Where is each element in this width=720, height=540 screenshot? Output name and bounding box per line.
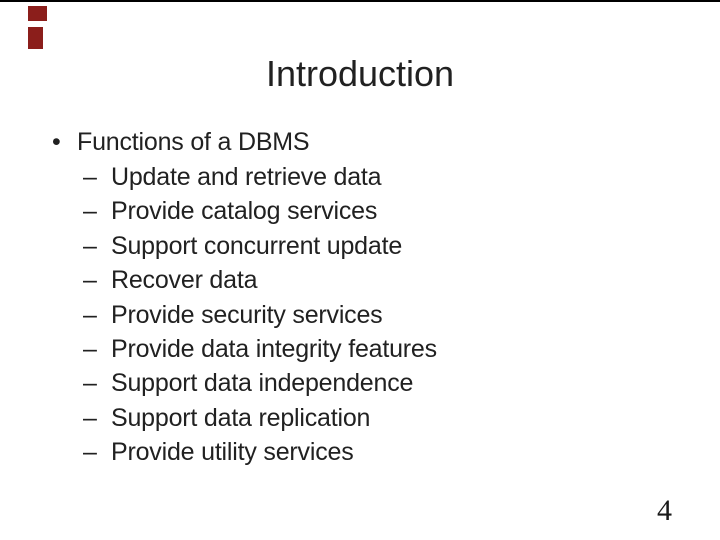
sub-bullet-item: – Provide catalog services — [83, 194, 437, 228]
dash-icon: – — [83, 231, 97, 260]
dash-icon: – — [83, 266, 97, 295]
corner-accent-mark-top — [28, 6, 47, 21]
sub-bullet-item: – Recover data — [83, 263, 437, 297]
sub-bullet-label: Provide data integrity features — [111, 335, 437, 364]
sub-bullet-label: Support data replication — [111, 403, 371, 432]
page-number: 4 — [657, 494, 672, 527]
sub-bullet-label: Provide security services — [111, 300, 383, 329]
sub-bullet-item: – Provide data integrity features — [83, 332, 437, 366]
sub-bullet-label: Provide utility services — [111, 438, 354, 467]
sub-bullet-label: Recover data — [111, 266, 258, 295]
dash-icon: – — [83, 300, 97, 329]
sub-bullet-item: – Provide security services — [83, 298, 437, 332]
slide-title: Introduction — [265, 53, 455, 94]
dash-icon: – — [83, 197, 97, 226]
dash-icon: – — [83, 163, 97, 191]
sub-bullet-item: – Provide utility services — [83, 435, 437, 469]
corner-accent-mark-bottom — [28, 27, 43, 49]
sub-bullet-item: – Support concurrent update — [83, 229, 437, 263]
dash-icon: – — [83, 369, 97, 398]
bullet-item: • Functions of a DBMS — [52, 125, 310, 159]
sub-bullet-item: – Support data independence — [83, 366, 437, 400]
bullet-dot-icon: • — [52, 128, 61, 156]
sub-bullet-label: Support data independence — [111, 369, 414, 398]
sub-bullet-item: – Support data replication — [83, 401, 437, 435]
dash-icon: – — [83, 335, 97, 364]
dash-icon: – — [83, 438, 97, 467]
sub-bullet-label: Update and retrieve data — [111, 163, 382, 191]
bullet-label: Functions of a DBMS — [77, 128, 310, 156]
sub-bullet-label: Support concurrent update — [111, 231, 403, 260]
sub-bullet-list: – Update and retrieve data – Provide cat… — [83, 160, 437, 470]
sub-bullet-item: – Update and retrieve data — [83, 160, 437, 194]
dash-icon: – — [83, 403, 97, 432]
top-border-line — [0, 0, 720, 2]
sub-bullet-label: Provide catalog services — [111, 197, 378, 226]
